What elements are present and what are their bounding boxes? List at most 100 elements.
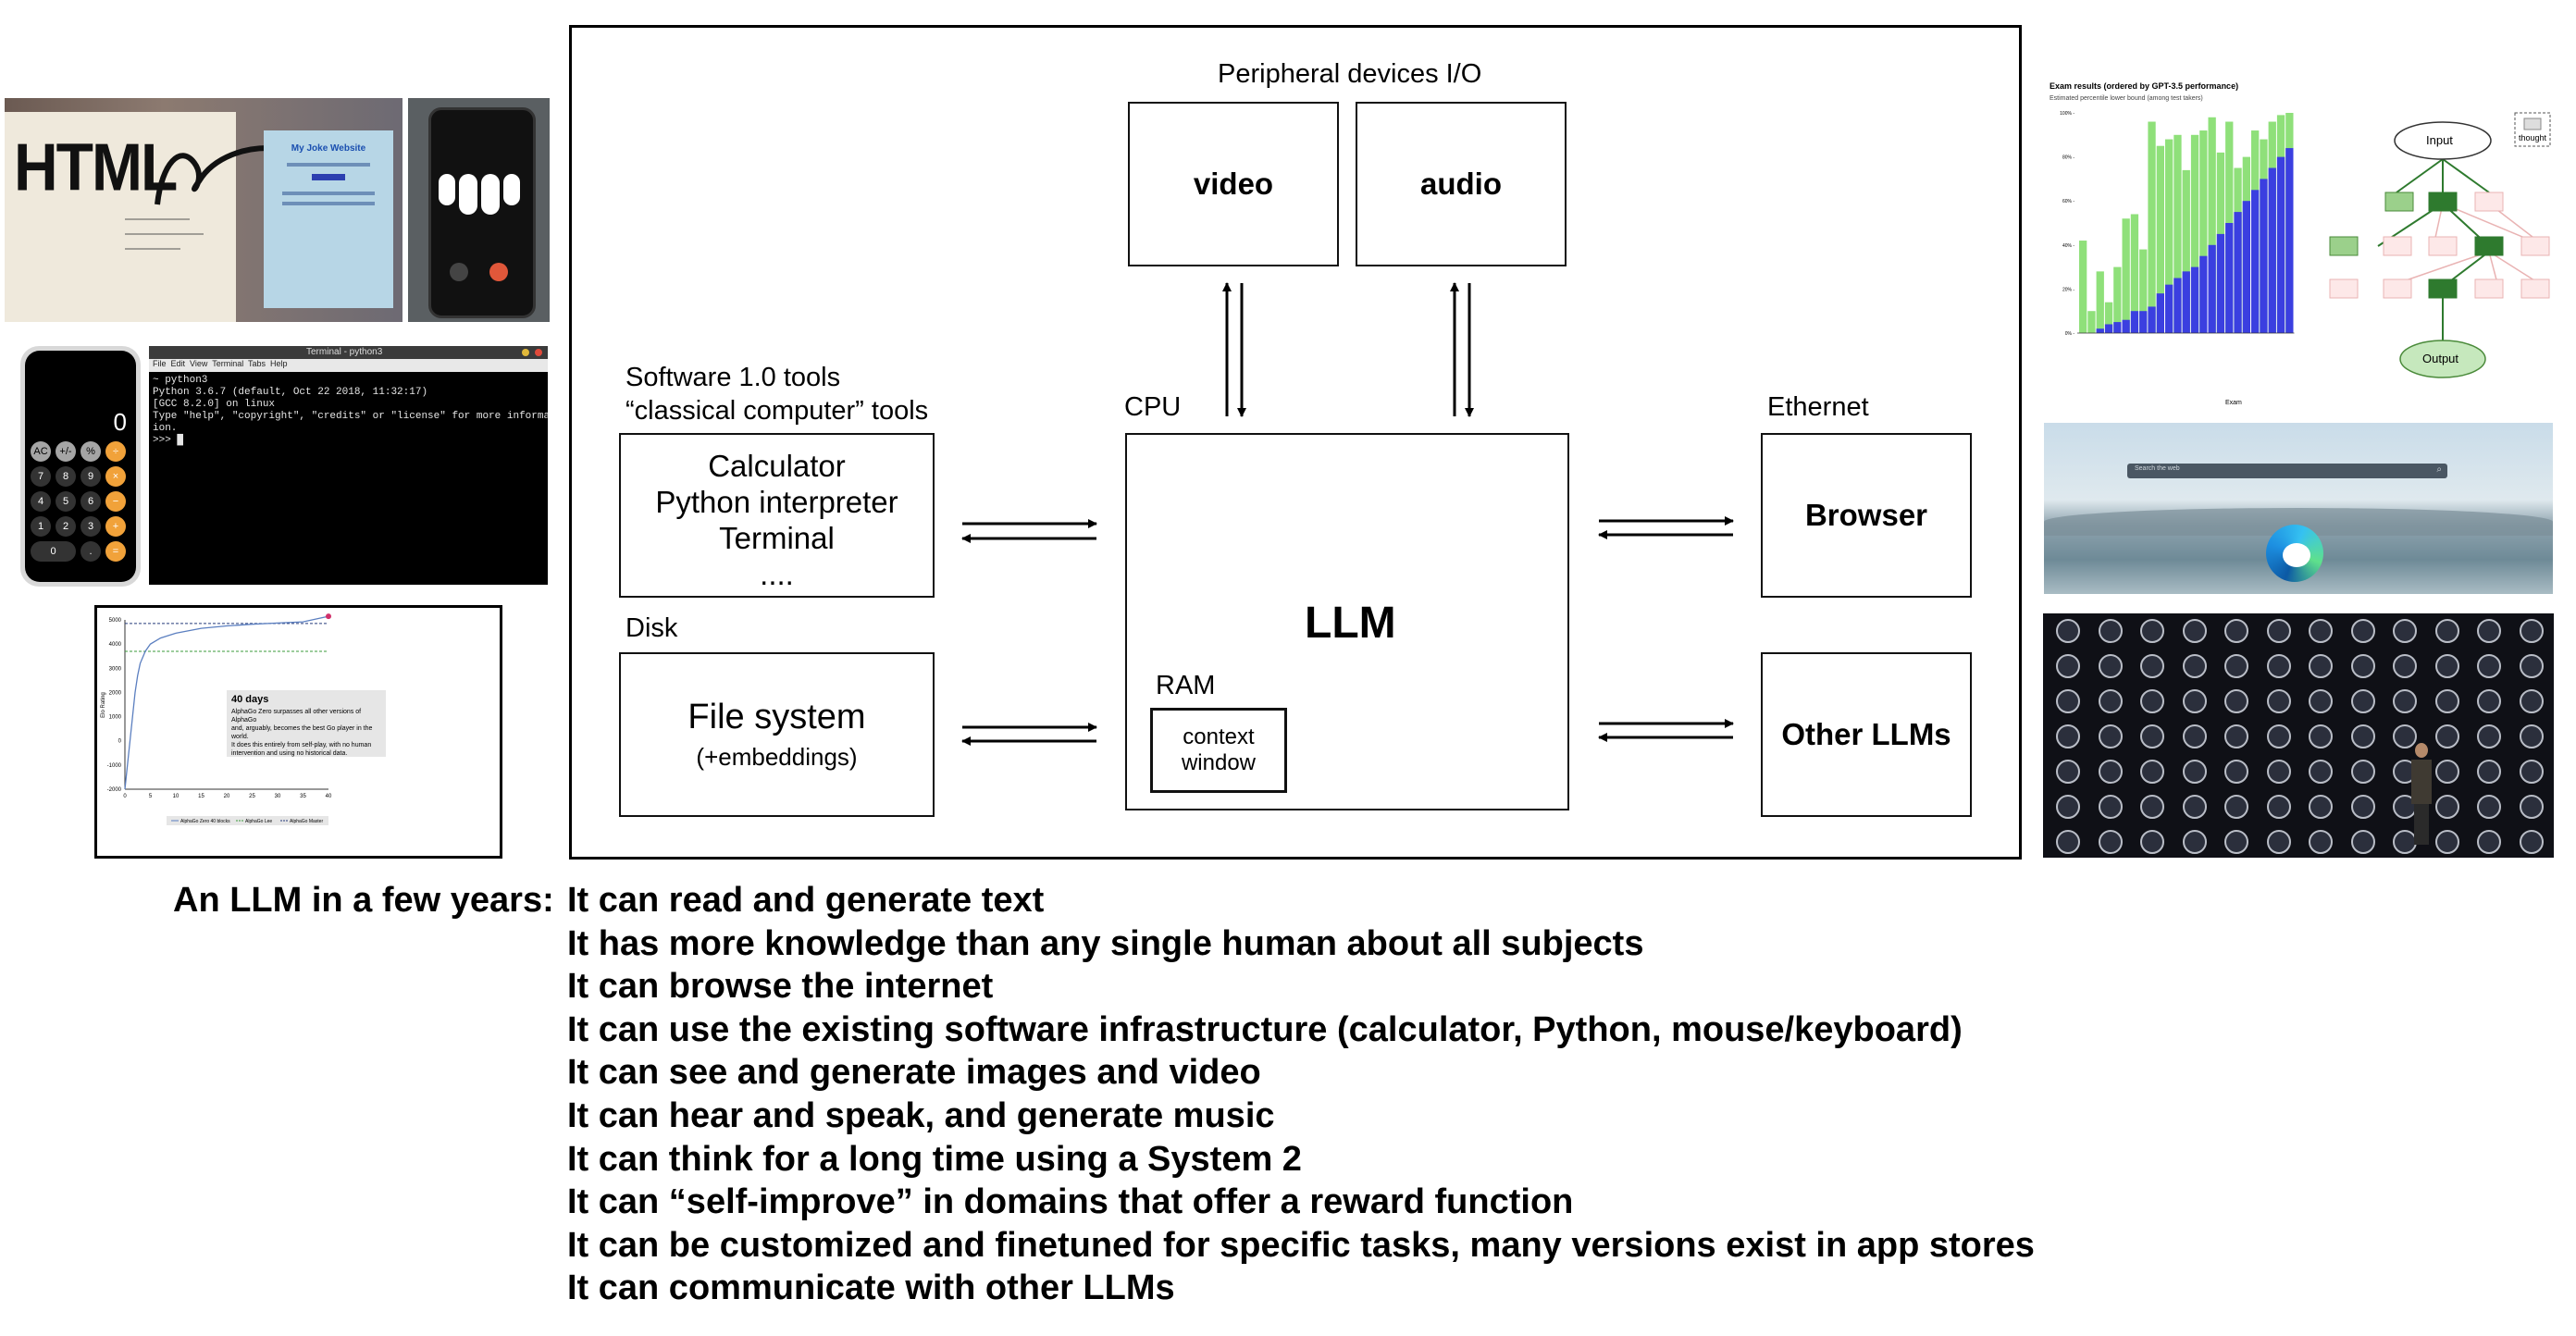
gpt-app-icon — [2098, 830, 2123, 854]
capability-item: It can communicate with other LLMs — [567, 1268, 1175, 1308]
calculator-key: 5 — [56, 491, 76, 512]
gpt-app-icon — [2056, 795, 2080, 819]
exam-bar-gpt4 — [2174, 134, 2182, 333]
minimize-icon — [522, 349, 529, 356]
gpt-app-icon — [2393, 619, 2417, 643]
tot-input-node — [2394, 121, 2492, 160]
alphago-ytick: 0 — [118, 739, 122, 745]
gpt-app-icon — [2182, 795, 2207, 819]
peripheral-devices-label: Peripheral devices I/O — [1218, 59, 1482, 89]
calculator-key: 3 — [80, 516, 101, 537]
exam-bar-gpt35 — [2096, 328, 2104, 333]
alphago-xtick: 40 — [326, 794, 332, 799]
exam-bar-gpt35 — [2113, 322, 2122, 333]
calculator-key: = — [105, 541, 126, 562]
disk-label: Disk — [625, 613, 678, 643]
terminal-line: ion. — [153, 423, 178, 434]
gpt-app-icon — [2519, 724, 2544, 748]
exam-ytick: 60% - — [2062, 199, 2074, 204]
llm-box: LLM RAM context window — [1125, 433, 1569, 810]
gpt-app-icon — [2393, 654, 2417, 678]
exam-bar-gpt4 — [2208, 117, 2216, 333]
tot-output-label: Output — [2422, 352, 2459, 365]
capability-item: It can read and generate text — [567, 881, 1045, 920]
capability-item: It can think for a long time using a Sys… — [567, 1139, 1302, 1179]
gpt-app-icon — [2056, 689, 2080, 713]
audio-box: audio — [1356, 102, 1567, 266]
capability-item: It has more knowledge than any single hu… — [567, 923, 1644, 963]
gpt-app-icon — [2393, 689, 2417, 713]
exam-results-chart: Exam results (ordered by GPT-3.5 perform… — [2040, 76, 2318, 418]
terminal-menu: File Edit View Terminal Tabs Help — [149, 359, 548, 372]
exam-bar-gpt35 — [2208, 244, 2216, 333]
gpt-app-icon — [2266, 830, 2291, 854]
gpt-app-icon — [2519, 654, 2544, 678]
site-title: My Joke Website — [291, 143, 366, 154]
capability-item: It can “self-improve” in domains that of… — [567, 1182, 1574, 1222]
alphago-ytick: 4000 — [109, 642, 122, 648]
context-window-label: context window — [1181, 724, 1257, 775]
cpu-label: CPU — [1124, 392, 1182, 422]
gpt-app-icon — [2266, 724, 2291, 748]
gpt-app-icon — [2350, 619, 2375, 643]
exam-bar-gpt4 — [2113, 266, 2122, 333]
context-window-box: context window — [1150, 708, 1287, 793]
annotation-title: 40 days — [231, 694, 269, 705]
annotation-text: AlphaGo Zero surpasses all other version… — [231, 708, 381, 758]
calculator-label: Calculator — [708, 449, 846, 483]
annotation-line: AlphaGo Zero surpasses all other version… — [231, 709, 362, 724]
exam-bar-gpt4 — [2087, 311, 2096, 333]
mute-icon — [450, 263, 468, 281]
exam-bar-gpt35 — [2104, 324, 2113, 333]
gpt-app-icon — [2434, 619, 2459, 643]
exam-bar-gpt35 — [2165, 284, 2174, 333]
annotation-line: and, arguably, becomes the best Go playe… — [231, 725, 373, 740]
gpt-app-icon — [2140, 724, 2164, 748]
alphago-annotation-box: 40 days AlphaGo Zero surpasses all other… — [227, 690, 386, 757]
gpt-app-icon — [2350, 830, 2375, 854]
exam-bar-gpt4 — [2190, 134, 2199, 333]
gpt-app-icon — [2434, 689, 2459, 713]
software-header: Software 1.0 tools “classical computer” … — [625, 361, 928, 427]
terminal-line: Type "help", "copyright", "credits" or "… — [153, 411, 548, 422]
terminal-titlebar: Terminal - python3 — [149, 346, 548, 359]
exam-bar-gpt4 — [2079, 241, 2087, 333]
exam-ytick: 100% - — [2060, 111, 2074, 117]
exam-bar-gpt4 — [2182, 169, 2190, 333]
video-box: video — [1128, 102, 1339, 266]
calculator-key: 1 — [31, 516, 51, 537]
gpt-app-icon — [2477, 724, 2501, 748]
python-interpreter-label: Python interpreter — [655, 485, 898, 519]
calculator-key: AC — [31, 441, 51, 462]
other-llms-label: Other LLMs — [1781, 717, 1951, 752]
exam-bar-gpt4 — [2130, 214, 2139, 333]
gpt-app-icon — [2224, 654, 2248, 678]
gpt-app-icon — [2477, 689, 2501, 713]
llm-label: LLM — [1305, 599, 1396, 648]
gpt-app-icon — [2224, 830, 2248, 854]
file-system-title: File system — [687, 698, 866, 736]
exam-bar-gpt35 — [2174, 278, 2182, 333]
exam-bar-gpt4 — [2165, 139, 2174, 333]
capability-item: It can be customized and finetuned for s… — [567, 1225, 2035, 1265]
exam-bar-gpt4 — [2122, 218, 2130, 333]
gpt-app-icon — [2098, 724, 2123, 748]
gpt-app-icon — [2309, 654, 2333, 678]
exam-bar-gpt35 — [2148, 306, 2156, 333]
calculator-display: 0 — [113, 408, 127, 436]
file-system-subtitle: (+embeddings) — [696, 743, 858, 771]
generated-website-screen: My Joke Website — [264, 130, 393, 308]
phone-body — [428, 107, 536, 318]
gpt-app-icon — [2519, 760, 2544, 784]
software-header-line-2: “classical computer” tools — [625, 396, 929, 426]
annotation-line: intervention and using no historical dat… — [231, 750, 348, 757]
alphago-xtick: 20 — [224, 794, 230, 799]
gpt-app-icon — [2140, 654, 2164, 678]
close-icon — [535, 349, 542, 356]
